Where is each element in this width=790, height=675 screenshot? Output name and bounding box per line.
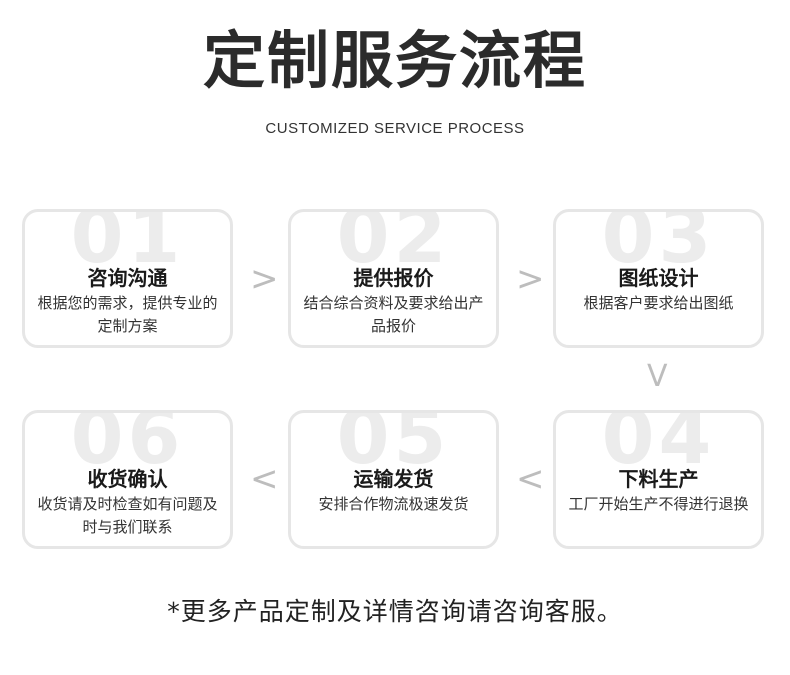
arrow-left-icon: <	[250, 459, 279, 499]
step-number: 02	[336, 209, 451, 280]
step-description: 工厂开始生产不得进行退换	[568, 495, 749, 513]
page-subtitle: CUSTOMIZED SERVICE PROCESS	[265, 120, 525, 137]
step-card-02: 02 提供报价 结合综合资料及要求给出产品报价	[288, 209, 499, 348]
step-description: 根据您的需求，提供专业的定制方案	[37, 294, 218, 335]
arrow-right-icon: >	[516, 259, 545, 299]
step-title: 收货确认	[87, 467, 168, 491]
step-description: 收货请及时检查如有问题及时与我们联系	[37, 495, 218, 536]
step-title: 运输发货	[353, 467, 434, 491]
step-number: 03	[601, 209, 716, 280]
step-card-06: 06 收货确认 收货请及时检查如有问题及时与我们联系	[22, 410, 233, 549]
step-title: 下料生产	[618, 467, 699, 491]
step-description: 结合综合资料及要求给出产品报价	[303, 294, 484, 335]
arrow-down-icon: V	[647, 359, 668, 394]
step-card-01: 01 咨询沟通 根据您的需求，提供专业的定制方案	[22, 209, 233, 348]
step-number: 06	[70, 410, 185, 481]
step-description: 安排合作物流极速发货	[318, 495, 469, 513]
step-number: 05	[336, 410, 451, 481]
step-card-03: 03 图纸设计 根据客户要求给出图纸	[553, 209, 764, 348]
arrow-right-icon: >	[250, 259, 279, 299]
arrow-left-icon: <	[516, 459, 545, 499]
step-title: 咨询沟通	[87, 266, 168, 290]
step-title: 提供报价	[353, 266, 434, 290]
step-card-05: 05 运输发货 安排合作物流极速发货	[288, 410, 499, 549]
page-title: 定制服务流程	[202, 24, 587, 97]
footer-note: *更多产品定制及详情咨询请咨询客服。	[167, 597, 623, 626]
step-number: 01	[70, 209, 185, 280]
step-description: 根据客户要求给出图纸	[583, 294, 734, 312]
step-card-04: 04 下料生产 工厂开始生产不得进行退换	[553, 410, 764, 549]
step-number: 04	[601, 410, 716, 481]
step-title: 图纸设计	[618, 266, 699, 290]
